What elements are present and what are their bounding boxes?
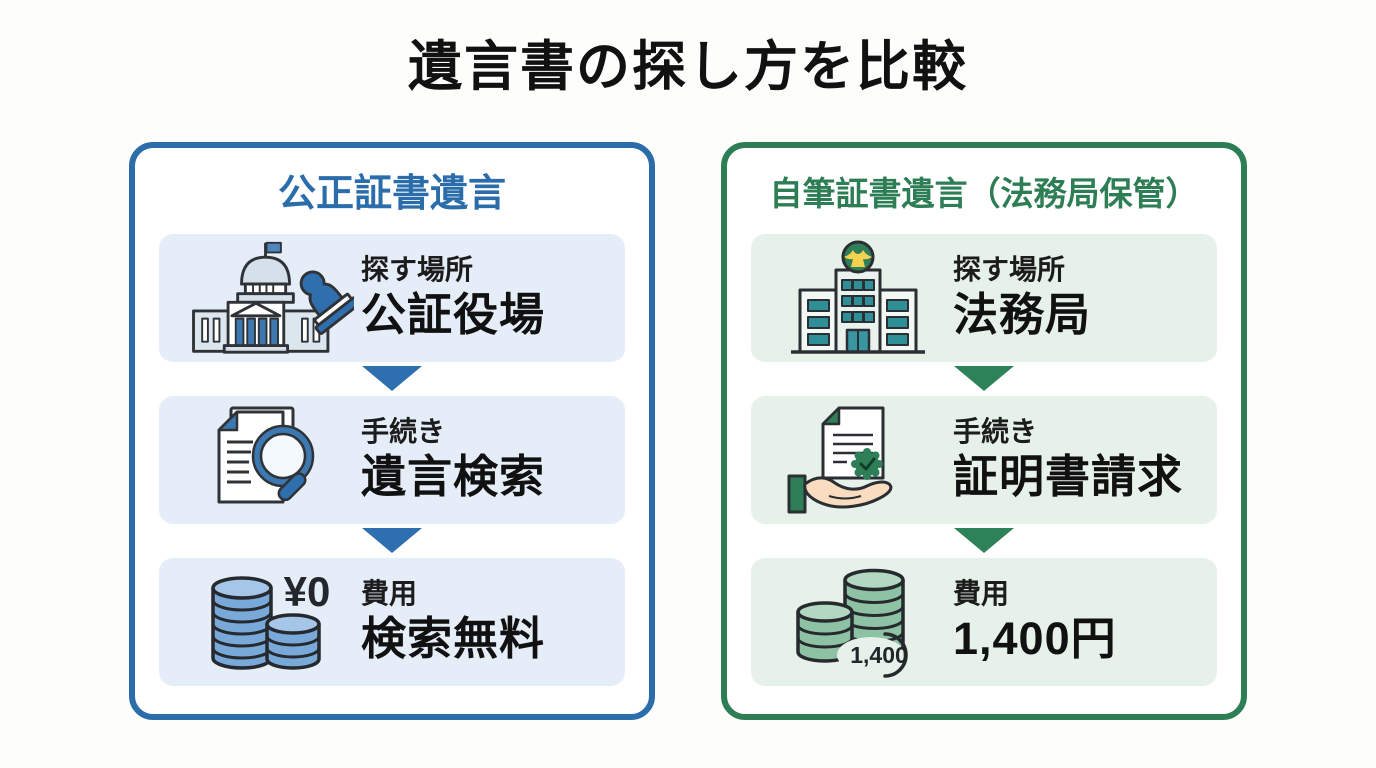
page-title: 遺言書の探し方を比較 <box>408 37 968 97</box>
right-row-procedure-text: 手続き 証明書請求 <box>953 414 1211 505</box>
left-row-procedure-text: 手続き 遺言検索 <box>361 414 619 505</box>
left-procedure-value: 遺言検索 <box>361 450 546 502</box>
blue-coin-stacks-icon: ¥0 <box>171 561 361 683</box>
left-row-cost-text: 費用 検索無料 <box>361 576 619 667</box>
comparison-panels: 公正証書遺言 <box>0 141 1376 720</box>
right-row-place-text: 探す場所 法務局 <box>953 252 1211 343</box>
right-arrow-1-wrap <box>751 362 1217 396</box>
right-row-cost: 1,400 費用 1,400円 <box>751 557 1217 686</box>
right-arrow-2-wrap <box>751 524 1217 558</box>
right-place-value: 法務局 <box>953 288 1092 340</box>
left-row-place-text: 探す場所 公証役場 <box>361 252 619 343</box>
documents-magnifier-svg <box>217 406 315 504</box>
left-arrow-1-wrap <box>159 362 625 396</box>
legal-bureau-building-svg <box>791 240 925 354</box>
panel-notarized-will: 公正証書遺言 <box>129 141 655 720</box>
green-coin-stacks-svg: 1,400 <box>795 568 908 678</box>
left-procedure-label: 手続き <box>361 415 446 447</box>
down-arrow-icon <box>362 528 422 554</box>
documents-magnifier-icon <box>171 399 361 521</box>
capitol-building-stamp-svg <box>192 241 354 354</box>
right-place-label: 探す場所 <box>953 253 1066 285</box>
panel-notarized-will-title: 公正証書遺言 <box>277 172 506 215</box>
left-cost-label: 費用 <box>361 577 418 609</box>
capitol-building-stamp-icon <box>171 237 361 359</box>
panel-holograph-will-title: 自筆証書遺言（法務局保管） <box>769 174 1199 212</box>
right-procedure-label: 手続き <box>953 415 1038 447</box>
down-arrow-icon <box>954 528 1014 554</box>
right-procedure-value: 証明書請求 <box>953 450 1184 502</box>
zero-yen-badge: ¥0 <box>283 568 330 615</box>
green-coin-stacks-icon: 1,400 <box>763 561 953 683</box>
down-arrow-icon <box>954 366 1014 392</box>
right-cost-value: 1,400円 <box>953 612 1117 664</box>
left-place-label: 探す場所 <box>361 253 474 285</box>
left-row-place: 探す場所 公証役場 <box>159 233 625 362</box>
right-cost-label: 費用 <box>953 577 1010 609</box>
left-arrow-2-wrap <box>159 524 625 558</box>
left-place-value: 公証役場 <box>361 288 546 340</box>
fee-1400-badge: 1,400 <box>850 642 908 668</box>
left-row-procedure: 手続き 遺言検索 <box>159 395 625 524</box>
down-arrow-icon <box>362 366 422 392</box>
left-cost-value: 検索無料 <box>361 612 546 664</box>
hand-certificate-icon <box>763 399 953 521</box>
hand-certificate-svg <box>787 406 893 514</box>
right-row-procedure: 手続き 証明書請求 <box>751 395 1217 524</box>
blue-coin-stacks-svg: ¥0 <box>210 568 330 670</box>
right-row-place: 探す場所 法務局 <box>751 233 1217 362</box>
left-row-cost: ¥0 費用 検索無料 <box>159 557 625 686</box>
legal-bureau-building-icon <box>763 237 953 359</box>
right-row-cost-text: 費用 1,400円 <box>953 576 1211 667</box>
panel-holograph-will: 自筆証書遺言（法務局保管） <box>721 141 1247 720</box>
